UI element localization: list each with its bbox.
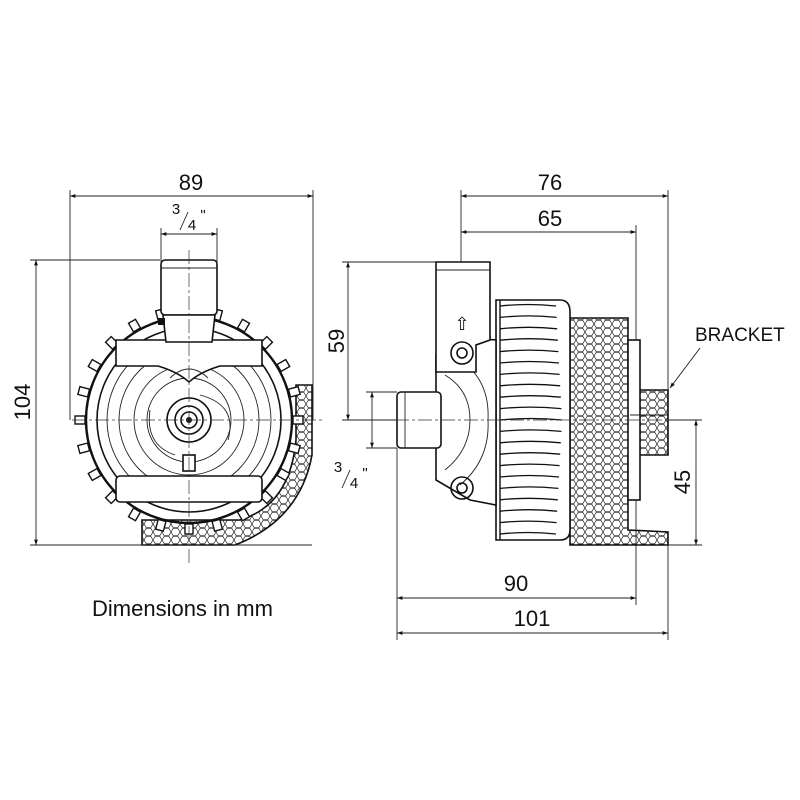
dim-side-65: 65 — [538, 206, 562, 231]
fin-line — [499, 303, 557, 307]
front-port-num: 3 — [172, 201, 180, 218]
dim-side-101: 101 — [514, 606, 551, 631]
front-port-unit: " — [200, 207, 205, 224]
side-view: ⇧ — [395, 261, 690, 546]
fin-line — [499, 463, 560, 467]
dim-side-90: 90 — [504, 571, 528, 596]
fin-line — [499, 520, 557, 524]
fin-line — [499, 509, 558, 512]
bracket-label: BRACKET — [695, 325, 785, 346]
dim-front-height: 104 — [10, 384, 35, 421]
front-view — [72, 250, 325, 565]
side-port-num: 3 — [334, 459, 342, 476]
side-port-unit: " — [362, 465, 367, 482]
dim-front-width: 89 — [179, 170, 203, 195]
fin-line — [499, 452, 561, 455]
fin-line — [499, 326, 558, 330]
fin-line — [499, 395, 561, 398]
fin-line — [499, 349, 559, 353]
fin-line — [499, 429, 562, 433]
side-bracket — [569, 317, 669, 546]
fin-line — [499, 338, 558, 341]
front-port-den: 4 — [188, 217, 196, 234]
screw-bottom — [450, 476, 474, 500]
fin-line — [499, 315, 557, 319]
fin-line — [499, 417, 563, 421]
screw-top — [450, 341, 474, 365]
motor-fins — [499, 300, 563, 540]
dim-side-59: 59 — [324, 329, 349, 353]
caption: Dimensions in mm — [92, 596, 273, 621]
dim-side-45: 45 — [670, 470, 695, 494]
fin-line — [499, 474, 560, 478]
fin-line — [499, 486, 559, 490]
fin-line — [499, 372, 560, 376]
fin-line — [499, 383, 561, 387]
fin-line — [499, 440, 561, 444]
fin-line — [499, 531, 557, 535]
front-dimensions: 89 3 4 " 104 — [10, 170, 314, 546]
fin-line — [499, 360, 560, 364]
dim-side-76: 76 — [538, 170, 562, 195]
side-outlet-pipe — [435, 261, 491, 373]
flow-arrow-icon: ⇧ — [454, 314, 469, 334]
fin-line — [499, 406, 562, 410]
side-port-den: 4 — [350, 475, 358, 492]
fin-line — [499, 497, 558, 501]
side-dimensions: 76 65 59 3 4 " 45 90 101 BRACKET — [324, 170, 785, 640]
